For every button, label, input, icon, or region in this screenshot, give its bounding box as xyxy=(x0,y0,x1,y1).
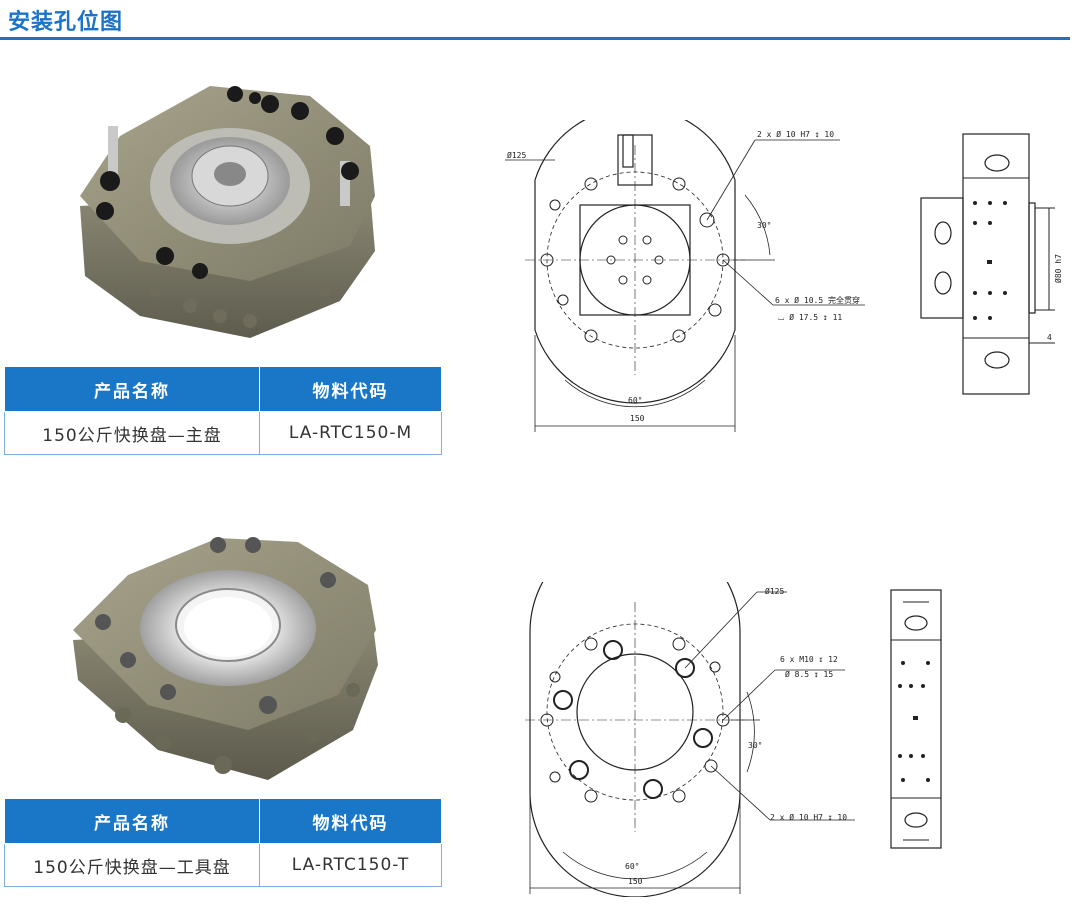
dim-angle-60: 60° xyxy=(625,862,639,871)
tool-plate-side-drawing xyxy=(890,589,942,849)
dim-pilot-diameter: Ø80 h7 xyxy=(1053,254,1063,283)
master-plate-front-drawing: Ø125 2 x Ø 10 H7 ↧ 10 30° 6 x Ø 10.5 完全贯… xyxy=(505,120,865,432)
material-code-cell: LA-RTC150-T xyxy=(259,843,442,887)
product-table-master: 产品名称 物料代码 150公斤快换盘—主盘 LA-RTC150-M xyxy=(4,366,442,455)
tool-plate-photo xyxy=(73,537,378,780)
dim-diameter-125: Ø125 xyxy=(507,150,526,160)
dim-width-150: 150 xyxy=(628,877,643,886)
header-product-name: 产品名称 xyxy=(4,366,260,412)
dim-angle-30: 30° xyxy=(757,221,771,230)
dim-counterbore: ⌴ Ø 17.5 ↧ 11 xyxy=(778,312,842,322)
dim-dowel-holes: 2 x Ø 10 H7 ↧ 10 xyxy=(757,129,834,139)
material-code-cell: LA-RTC150-M xyxy=(259,411,442,455)
page-title: 安装孔位图 xyxy=(8,10,124,35)
dim-angle-30: 30° xyxy=(748,741,762,750)
dim-width-150: 150 xyxy=(630,414,645,423)
dim-angle-60: 60° xyxy=(628,396,642,405)
product-name-cell: 150公斤快换盘—工具盘 xyxy=(4,843,260,887)
master-plate-side-drawing: Ø80 h7 4 xyxy=(920,133,1063,395)
dim-diameter-125: Ø125 xyxy=(765,586,784,596)
dim-thread-holes: 6 x M10 ↧ 12 xyxy=(780,655,838,664)
product-name-cell: 150公斤快换盘—主盘 xyxy=(4,411,260,455)
dim-thread-drill: Ø 8.5 ↧ 15 xyxy=(785,669,833,679)
header-material-code: 物料代码 xyxy=(259,798,442,844)
master-plate-photo xyxy=(80,86,375,338)
header-material-code: 物料代码 xyxy=(259,366,442,412)
dim-through-holes: 6 x Ø 10.5 完全贯穿 xyxy=(775,295,860,305)
dim-dowel-holes: 2 x Ø 10 H7 ↧ 10 xyxy=(770,812,847,822)
tool-plate-front-drawing: Ø125 6 x M10 ↧ 12 Ø 8.5 ↧ 15 30° 2 x Ø 1… xyxy=(525,582,855,897)
product-table-tool: 产品名称 物料代码 150公斤快换盘—工具盘 LA-RTC150-T xyxy=(4,798,442,887)
header-product-name: 产品名称 xyxy=(4,798,260,844)
title-divider xyxy=(0,37,1070,40)
dim-pilot-height: 4 xyxy=(1047,333,1052,342)
